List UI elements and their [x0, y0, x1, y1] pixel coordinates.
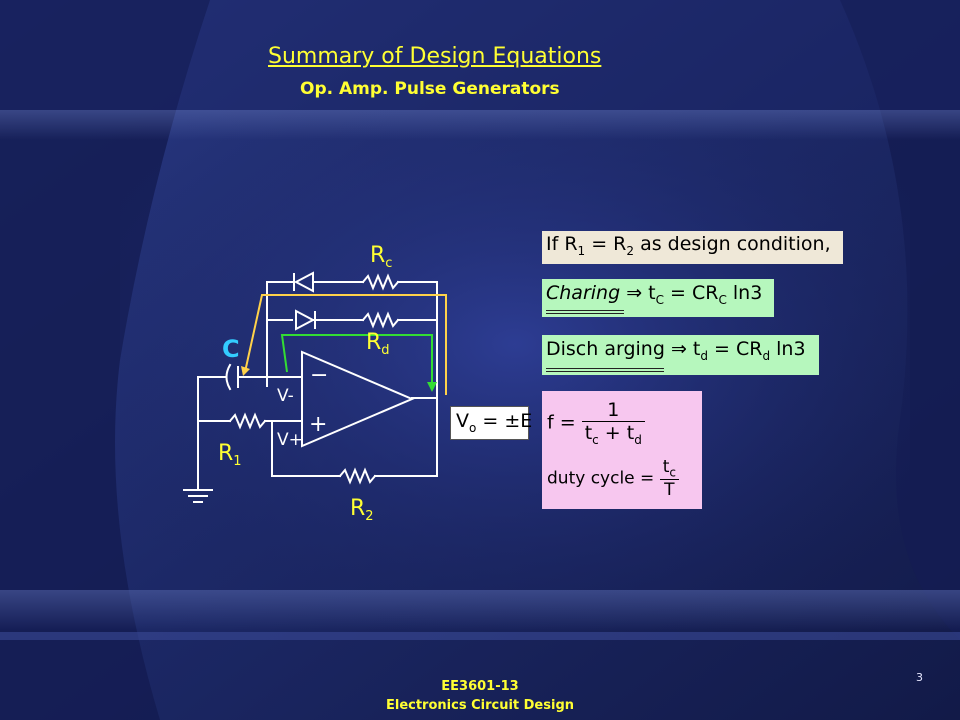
- slide-title: Summary of Design Equations: [268, 44, 602, 69]
- r1-label: R1: [218, 441, 242, 469]
- noninverting-sign: +: [309, 412, 327, 437]
- charging-equation: Charing ⇒ tC = CRC ln3: [542, 279, 774, 317]
- rd-label: Rd: [366, 330, 390, 358]
- duty-cycle-equation: duty cycle = tc T: [547, 457, 679, 500]
- r2-label: R2: [350, 496, 374, 524]
- slide-subtitle: Op. Amp. Pulse Generators: [300, 79, 560, 99]
- v-plus-label: V+: [277, 430, 303, 450]
- capacitor-label: C: [222, 335, 240, 363]
- page-number: 3: [916, 671, 923, 684]
- footer-course-code: EE3601-13: [441, 679, 519, 694]
- design-condition-equation: If R1 = R2 as design condition,: [542, 231, 843, 264]
- output-voltage-box: Vo = ±E: [450, 406, 532, 440]
- footer-course-name: Electronics Circuit Design: [385, 698, 575, 713]
- rc-label: Rc: [370, 243, 392, 271]
- frequency-equation: f = 1 tc + td: [547, 399, 645, 447]
- inverting-sign: −: [310, 363, 328, 388]
- discharging-equation: Disch arging ⇒ td = CRd ln3: [542, 335, 819, 375]
- v-minus-label: V-: [277, 386, 294, 406]
- frequency-duty-cycle-equations: f = 1 tc + td duty cycle = tc T: [542, 391, 702, 509]
